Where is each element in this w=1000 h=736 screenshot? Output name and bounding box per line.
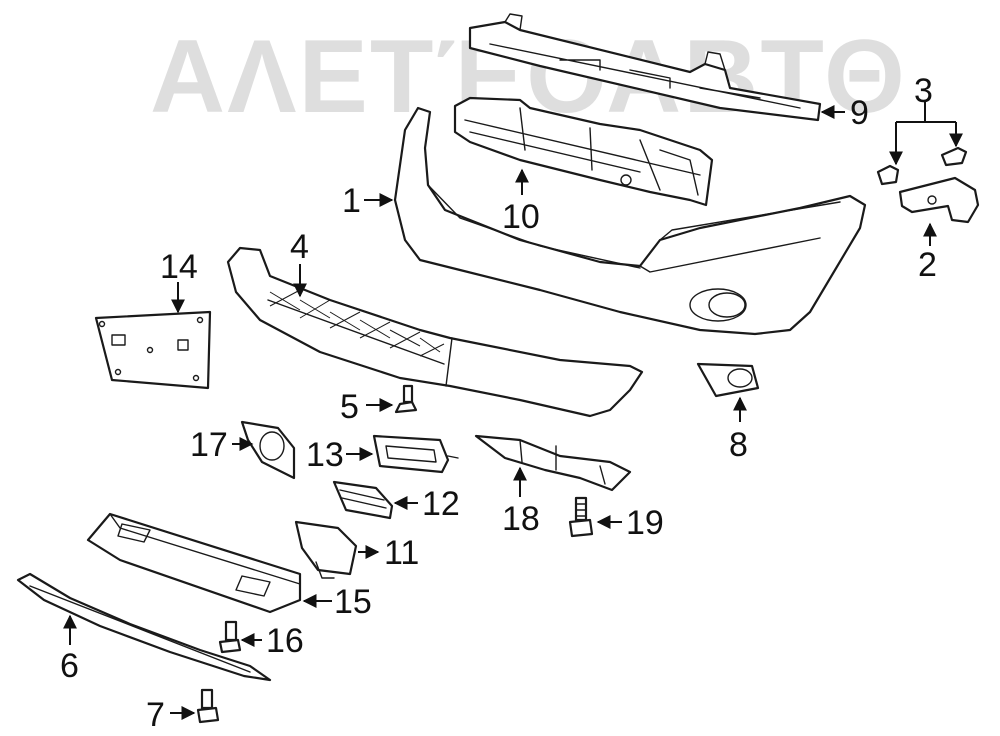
- part-6-lower-strip: [16, 572, 272, 682]
- callout-1: 1: [342, 182, 361, 220]
- callout-6: 6: [60, 647, 79, 685]
- callout-17: 17: [190, 426, 228, 464]
- part-8-fog-bezel: [696, 362, 760, 398]
- part-13-insert: [372, 434, 459, 474]
- part-1-bumper-fascia: [393, 106, 867, 336]
- part-12-cover: [332, 480, 394, 520]
- callout-13: 13: [306, 436, 344, 474]
- part-15-skid-plate: [86, 512, 302, 614]
- part-17-bezel: [240, 420, 296, 480]
- callout-9: 9: [850, 94, 869, 132]
- callout-18: 18: [502, 500, 540, 538]
- part-4-lower-valance: [226, 246, 644, 418]
- callout-11: 11: [384, 534, 419, 572]
- callout-8: 8: [729, 426, 748, 464]
- part-19-bolt: [568, 496, 594, 538]
- part-10-energy-absorber: [453, 96, 714, 207]
- callout-12: 12: [422, 485, 460, 523]
- part-2-bracket: [898, 176, 980, 224]
- part-7-fastener: [196, 688, 220, 724]
- part-3-caps: [876, 146, 968, 186]
- callout-14: 14: [160, 248, 198, 286]
- part-11-trim-piece: [294, 520, 358, 579]
- callout-5: 5: [340, 388, 359, 426]
- callout-2: 2: [918, 246, 937, 284]
- callout-16: 16: [266, 622, 304, 660]
- part-9-reinforcement-bar: [468, 13, 822, 122]
- callout-4: 4: [290, 228, 309, 266]
- part-14-license-plate-bracket: [94, 310, 212, 390]
- callout-labels: 1 2 3 4 5 6 7 8 9 10 11 12 13 14 15 16 1…: [60, 72, 937, 734]
- callout-10: 10: [502, 198, 540, 236]
- callout-15: 15: [334, 583, 372, 621]
- part-16-fastener: [218, 620, 242, 654]
- part-5-push-pin: [394, 384, 418, 414]
- leader-lines: [63, 102, 963, 720]
- part-18-bracket: [474, 434, 632, 492]
- callout-19: 19: [626, 504, 664, 542]
- callout-7: 7: [146, 696, 165, 734]
- callout-3: 3: [914, 72, 933, 110]
